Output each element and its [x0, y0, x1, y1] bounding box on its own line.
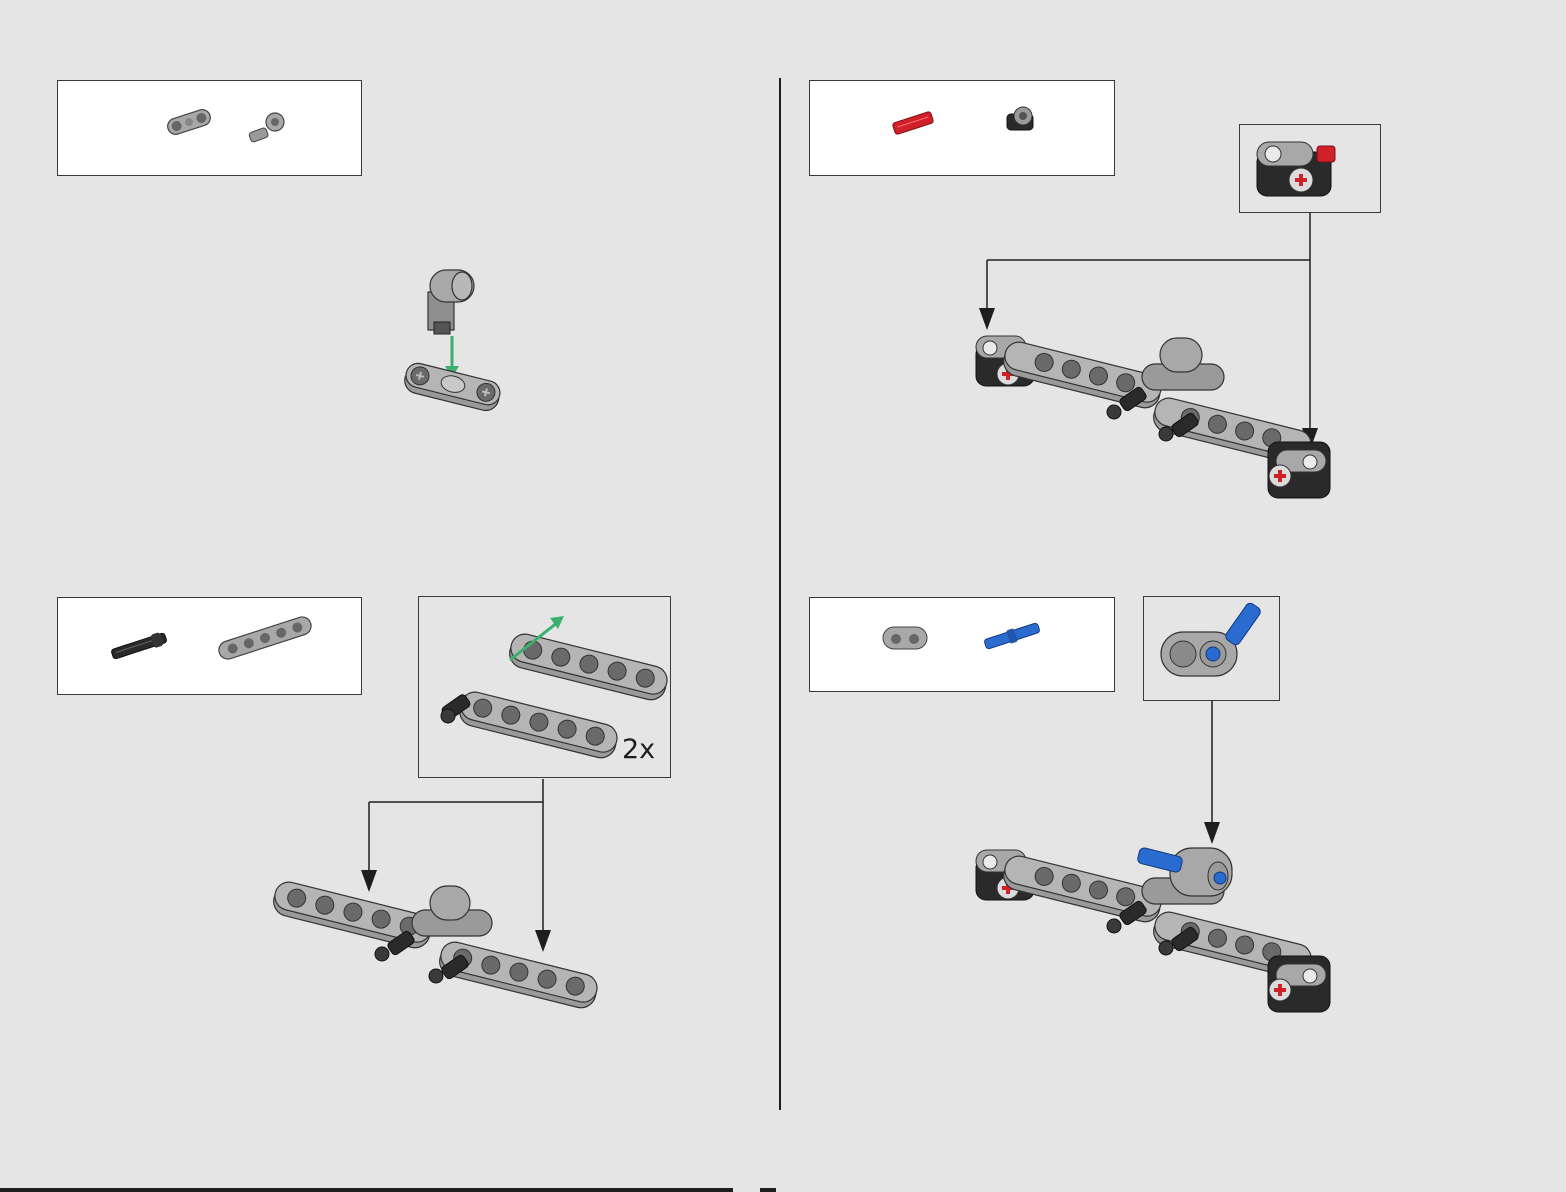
footer-line-right — [760, 1188, 776, 1192]
step-4-assembly — [970, 840, 1340, 1020]
black-connector-right — [1268, 956, 1330, 1012]
footer-line-left — [0, 1188, 733, 1192]
center-connector-with-block — [1137, 847, 1232, 904]
